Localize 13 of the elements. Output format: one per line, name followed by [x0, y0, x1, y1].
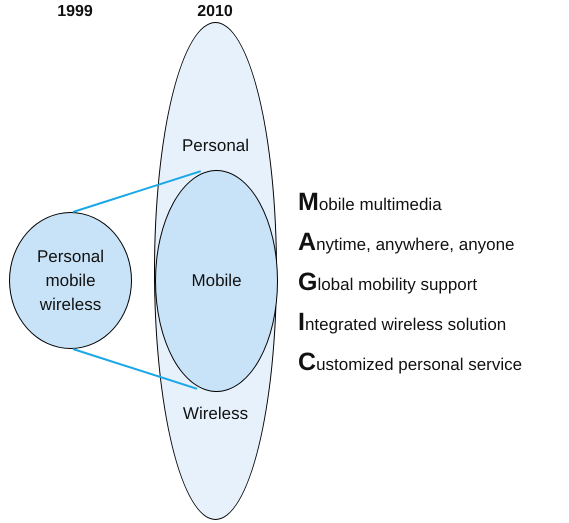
connector-line: [72, 170, 202, 213]
node-label: Personal mobile wireless: [36, 246, 106, 316]
acronym-line: Anytime, anywhere, anyone: [298, 228, 516, 258]
node-label: Mobile: [191, 270, 242, 292]
acronym-line: Integrated wireless solution: [298, 308, 508, 338]
node-label: Wireless: [182, 403, 250, 425]
node-label: Personal: [180, 135, 250, 157]
acronym-line: Customized personal service: [298, 348, 522, 378]
connector-line: [72, 348, 198, 390]
year-label: 2010: [197, 4, 233, 20]
acronym-line: Mobile multimedia: [298, 188, 443, 218]
acronym-line: Global mobility support: [298, 268, 478, 298]
year-label: 1999: [57, 4, 93, 20]
